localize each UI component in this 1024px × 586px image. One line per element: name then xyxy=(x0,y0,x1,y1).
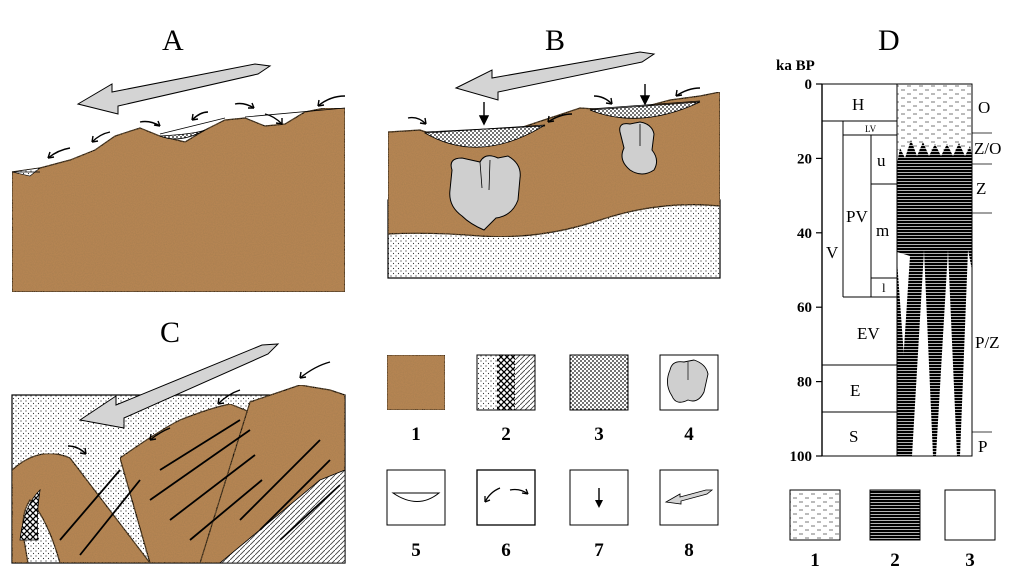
panel-a-wind-arrow xyxy=(76,63,272,115)
zone-o: O xyxy=(978,98,990,117)
legend-main: 1 2 3 4 5 6 7 8 xyxy=(386,354,719,561)
stage-v: V xyxy=(826,243,839,262)
legend-swatch-8 xyxy=(659,469,719,526)
d-legend-swatch-3 xyxy=(944,489,996,541)
d-legend-swatch-1 xyxy=(789,489,841,541)
legend-number-1: 1 xyxy=(411,424,421,445)
panel-b-sand-lens-1 xyxy=(423,124,546,148)
d-legend-number-2: 2 xyxy=(890,550,900,571)
zone-p: P xyxy=(978,437,987,456)
panel-c-wind-arrow xyxy=(78,343,280,429)
panel-b-wind-arrow xyxy=(454,51,656,101)
legend-swatch-7 xyxy=(569,469,629,526)
zone-z-o: Z/O xyxy=(974,139,1001,158)
panel-a: A xyxy=(11,24,346,293)
legend-number-7: 7 xyxy=(594,540,604,561)
legend-number-8: 8 xyxy=(684,540,694,561)
stage-lv: LV xyxy=(865,124,877,134)
stage-u: u xyxy=(877,151,886,170)
d-legend-number-3: 3 xyxy=(965,550,975,571)
zone-z: Z xyxy=(976,179,986,198)
panel-b-down-arrows xyxy=(478,84,651,126)
legend-number-5: 5 xyxy=(411,540,421,561)
legend-swatch-1 xyxy=(386,354,446,411)
stage-m: m xyxy=(876,221,889,240)
tick-label-0: 0 xyxy=(805,77,813,93)
legend-number-6: 6 xyxy=(501,540,511,561)
tick-label-60: 60 xyxy=(797,300,812,316)
panel-c-cross-band xyxy=(19,488,41,541)
panel-a-sand-lens-1 xyxy=(159,129,206,140)
stage-ev: EV xyxy=(857,324,880,343)
panel-a-label: A xyxy=(162,24,184,57)
zone-dividers xyxy=(972,132,992,433)
panel-a-flow-arrows xyxy=(47,95,346,159)
tick-label-20: 20 xyxy=(797,151,812,167)
tick-label-100: 100 xyxy=(790,449,813,465)
stage-e: E xyxy=(850,381,860,400)
tick-label-80: 80 xyxy=(797,375,812,391)
stage-s: S xyxy=(849,427,858,446)
panel-b-flow-arrows xyxy=(407,87,701,125)
panel-d-label: D xyxy=(878,24,900,57)
panel-c: C xyxy=(11,316,346,564)
stage-l: l xyxy=(882,280,886,295)
panel-b-block-small xyxy=(619,121,658,175)
legend-number-2: 2 xyxy=(501,424,511,445)
panel-c-dark-band xyxy=(218,469,346,564)
panel-b: B xyxy=(387,24,721,279)
stage-pv: PV xyxy=(846,207,868,226)
depth-ticks: 0 20 40 60 80 100 xyxy=(790,77,822,465)
panel-b-sand-lens-2 xyxy=(589,101,701,119)
zone-p-z: P/Z xyxy=(975,333,1000,352)
d-legend-swatch-2 xyxy=(869,489,921,541)
legend-swatch-6 xyxy=(476,469,536,526)
panel-b-block-large xyxy=(449,155,521,231)
legend-number-4: 4 xyxy=(684,424,694,445)
panel-c-flow-arrows xyxy=(67,361,331,455)
panel-c-label: C xyxy=(160,316,180,349)
axis-unit-label: ka BP xyxy=(776,58,815,74)
panel-c-fold-2 xyxy=(119,403,271,564)
legend-number-3: 3 xyxy=(594,424,604,445)
tick-label-40: 40 xyxy=(797,226,812,242)
legend-swatch-5 xyxy=(386,469,446,526)
panel-c-strata-lines xyxy=(59,419,341,556)
d-legend-number-1: 1 xyxy=(810,550,820,571)
stage-h: H xyxy=(852,95,864,114)
panel-b-label: B xyxy=(545,24,565,57)
legend-swatch-3 xyxy=(569,354,629,411)
stage-column xyxy=(821,83,898,457)
loess-column xyxy=(896,83,973,457)
legend-swatch-2 xyxy=(476,354,536,411)
legend-swatch-4 xyxy=(659,354,719,411)
